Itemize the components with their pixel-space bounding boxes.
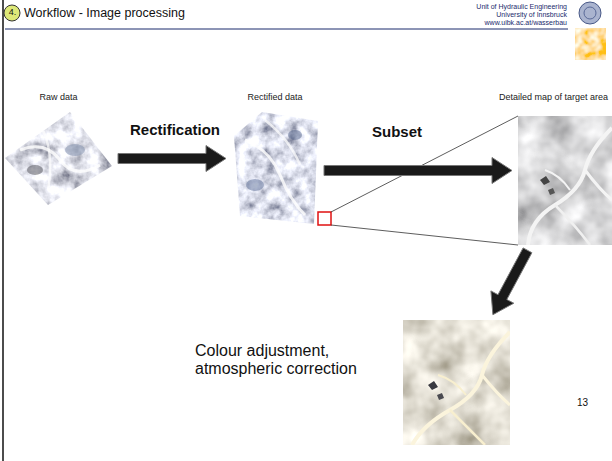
slide-title: Workflow - Image processing [24,6,185,20]
step-label: Rectification [128,121,222,138]
image-caption: Raw data [39,92,77,102]
header-university: University of Innsbruck [496,11,567,19]
header-unit: Unit of Hydraulic Engineering [476,3,567,11]
flow-arrow [118,146,226,172]
header-url: www.uibk.ac.at/wasserbau [485,19,567,27]
corrected-image: Colour adjustment, atmospheric correctio… [403,320,510,445]
detail-map-image: Detailed map of target area [518,116,612,245]
flow-arrow [324,158,512,184]
page-number: 13 [577,397,588,409]
flow-arrow [491,248,532,315]
raw-image: Raw data [5,112,112,205]
step-label: Subset [370,123,424,140]
rectified-image: Rectified data [232,112,318,225]
image-caption: Colour adjustment, atmospheric correctio… [195,342,395,379]
section-number: 4. [7,7,18,17]
image-caption: Detailed map of target area [499,92,608,102]
image-caption: Rectified data [247,92,302,102]
